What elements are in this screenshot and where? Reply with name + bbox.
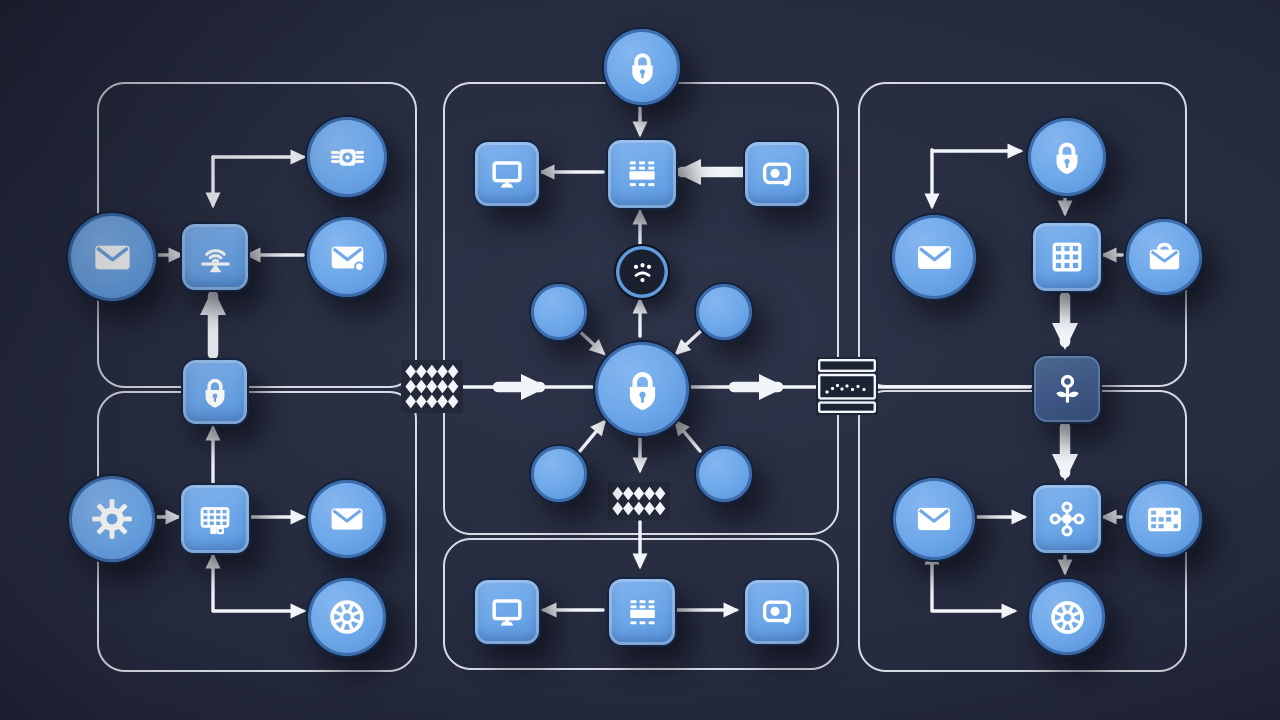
envelope-icon	[917, 245, 951, 269]
envelope-icon	[94, 245, 130, 269]
node-center-card-top	[743, 140, 811, 208]
node-left-wifi-antenna	[180, 222, 250, 292]
connector-arrow	[575, 327, 606, 356]
connector-arrow	[674, 327, 705, 356]
camera-icon	[330, 148, 364, 166]
node-center-circle-tr	[694, 282, 754, 342]
shield_lock-icon	[631, 52, 653, 84]
grid9-icon	[1052, 242, 1082, 272]
node-left-wheel	[306, 576, 388, 658]
node-right-grid	[1031, 221, 1103, 293]
node-left-camera	[305, 115, 389, 199]
zigzag-center-divider	[608, 482, 670, 520]
node-center-list-top	[606, 138, 678, 210]
node-left-keypad	[179, 483, 251, 555]
gear-icon	[92, 499, 132, 539]
list_rows-icon	[629, 599, 655, 624]
media_card-icon	[762, 162, 792, 186]
shield_lock-icon	[629, 371, 655, 410]
node-center-circle-br	[694, 444, 754, 504]
envelope_dot-icon	[331, 246, 365, 272]
media_card-icon	[762, 600, 792, 624]
keypad-icon	[200, 507, 230, 535]
zigzag-icon	[612, 486, 666, 516]
node-center-face-badge	[614, 244, 670, 300]
envelope-icon	[917, 507, 951, 531]
wheel-icon	[1050, 600, 1084, 634]
node-left-mail-in	[66, 211, 158, 303]
node-center-lock-hub	[593, 340, 691, 438]
node-right-sprout	[1032, 354, 1102, 424]
zigzag-left-divider	[401, 359, 463, 413]
shield_lock-icon	[1056, 142, 1078, 175]
node-center-card-bottom	[743, 578, 811, 646]
node-right-mail-in	[890, 213, 978, 301]
node-right-wheel	[1027, 577, 1107, 657]
node-center-lock-top	[602, 27, 682, 107]
list_rows-icon	[629, 161, 655, 187]
node-left-lock	[181, 358, 249, 426]
node-right-hub-nodes	[1031, 483, 1103, 555]
node-center-monitor-bottom	[473, 578, 541, 646]
connector-arrow	[578, 419, 607, 453]
shield_lock-icon	[205, 378, 225, 408]
node-left-gear	[67, 474, 157, 564]
node-center-list-bottom	[607, 577, 677, 647]
plant-icon	[1055, 374, 1079, 403]
node-right-mail-bag	[1124, 217, 1204, 297]
signal-panel-icon	[818, 359, 876, 413]
envelope-icon	[331, 508, 363, 530]
envelope_handle-icon	[1149, 242, 1179, 269]
node-center-monitor-top	[473, 140, 541, 208]
hub_nodes-icon	[1049, 501, 1085, 537]
node-left-mail-out	[306, 478, 388, 560]
monitor-icon	[492, 161, 522, 188]
node-right-table	[1124, 479, 1204, 559]
node-right-lock	[1026, 116, 1108, 198]
signal-panel-divider	[816, 357, 878, 415]
zigzag-icon	[405, 364, 459, 408]
wheel-icon	[330, 600, 364, 634]
face-icon	[633, 262, 651, 282]
node-left-mail-notify	[305, 215, 389, 299]
node-center-circle-bl	[529, 444, 589, 504]
node-center-circle-tl	[529, 282, 589, 342]
node-right-mail-out	[891, 476, 977, 562]
connector-arrow	[673, 419, 702, 453]
monitor-icon	[492, 599, 522, 626]
wifi-icon	[200, 248, 230, 272]
table_grid-icon	[1147, 507, 1181, 531]
